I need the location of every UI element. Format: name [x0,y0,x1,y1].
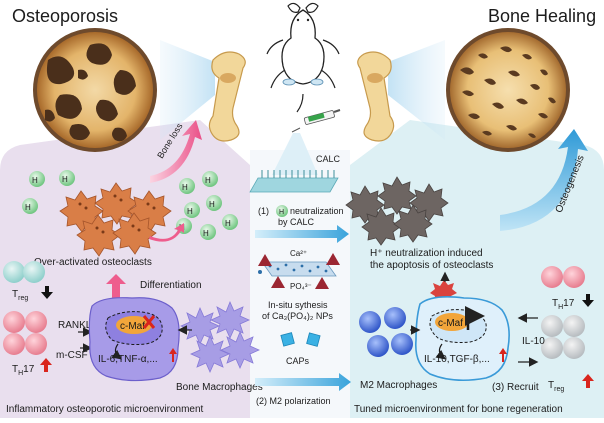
osteoclast-to-h-arrow [149,223,184,242]
svg-text:H: H [279,209,284,216]
bone-macrophages [180,300,260,373]
neutralization-line2: the apoptosis of osteoclasts [370,260,493,271]
h-plus-ions-left: H H H H H H H H H H [22,170,238,240]
caps-label: CAPs [286,356,310,366]
caps-icon [280,332,321,347]
rat-icon [266,2,340,113]
svg-text:(1): (1) [258,206,269,216]
recruit-label: (3) Recruit [492,382,539,393]
th17-label-left: TH17 [12,364,35,377]
svg-text:H: H [187,207,193,216]
treg-label-right: Treg [548,380,564,393]
step1-label: (1) H neutralization by CALC [258,205,344,227]
svg-text:H: H [182,183,188,192]
left-magnify-beam [160,40,215,140]
calc-label: CALC [316,154,341,164]
svg-text:H: H [225,219,231,228]
treg-cells-left [3,261,45,283]
bone-macrophages-label: Bone Macrophages [176,382,263,393]
nanoparticle-synthesis-icon [258,253,340,289]
svg-text:H: H [205,176,211,185]
step1-arrow [255,225,349,243]
rankl-label: RANKL [58,320,92,331]
po4-label: PO₄³⁻ [290,282,312,291]
cytokine-up-arrow-left [169,348,177,362]
syringe-icon [291,109,341,133]
svg-text:H: H [32,176,38,185]
treg-down-arrow-left [41,286,53,299]
center-panel-background [250,150,350,418]
m2-label: M2 Macrophages [360,380,437,391]
over-activated-osteoclasts-label: Over-activated osteoclasts [34,257,152,268]
cytokines-right: IL-10,TGF-β,... [424,354,490,365]
title-bone-healing: Bone Healing [488,6,596,26]
calc-beam [272,133,318,175]
differentiation-arrow [106,274,126,300]
left-footer: Inflammatory osteoporotic microenvironme… [6,404,204,415]
th17-down-arrow-right [582,294,594,307]
healthy-bone-circle [446,28,570,152]
step2-arrow [255,373,351,391]
over-activated-osteoclasts [59,182,172,257]
svg-text:by CALC: by CALC [278,217,315,227]
cytokines-left: IL-6,TNF-α,... [98,354,158,365]
svg-text:neutralization: neutralization [290,206,344,216]
cytokine-up-arrow-right [499,348,507,362]
right-footer: Tuned microenvironment for bone regenera… [354,404,563,415]
cmaf-label-right: c-Maf [438,318,463,329]
cmaf-active-icon [465,306,485,330]
right-femur-icon [357,51,395,142]
svg-text:H: H [203,229,209,238]
apoptotic-osteoclasts [345,176,449,246]
svg-text:H: H [25,203,31,212]
il10-label: IL-10 [522,336,545,347]
svg-text:H: H [209,200,215,209]
m2-macrophages [359,307,413,357]
neutralization-line1: H⁺ neutralization induced [370,248,483,259]
ca-ion-label: Ca²⁺ [290,249,307,258]
svg-text:H: H [62,175,68,184]
cmaf-blocked-icon [142,315,156,329]
insitu-line1: In-situ sythesis [268,300,328,310]
right-magnify-beam [388,40,445,140]
treg-cells-right [541,315,585,359]
title-osteoporosis: Osteoporosis [12,6,118,26]
macrophage-cell-left: c-Maf IL-6,TNF-α,... [88,297,180,382]
treg-label-left: Treg [12,289,28,302]
th17-cells-left [3,311,47,355]
m2-cell-right: c-Maf IL-10,TGF-β,... [414,296,510,382]
left-panel-background [0,120,250,418]
insitu-line2: of Ca₃(PO₄)₂ NPs [262,311,333,321]
th17-cells-right [541,266,585,288]
differentiation-label: Differentiation [140,280,202,291]
th17-label-right: TH17 [552,298,575,311]
mcsf-label: m-CSF [56,350,88,361]
cmaf-label-left: c-Maf [120,321,145,332]
osteoporotic-bone-circle [33,28,157,152]
calc-scaffold-icon [249,170,339,193]
th17-up-arrow-left [40,358,52,372]
treg-up-arrow-right [582,374,594,388]
left-femur-icon [208,51,246,142]
step2-label: (2) M2 polarization [256,396,331,406]
